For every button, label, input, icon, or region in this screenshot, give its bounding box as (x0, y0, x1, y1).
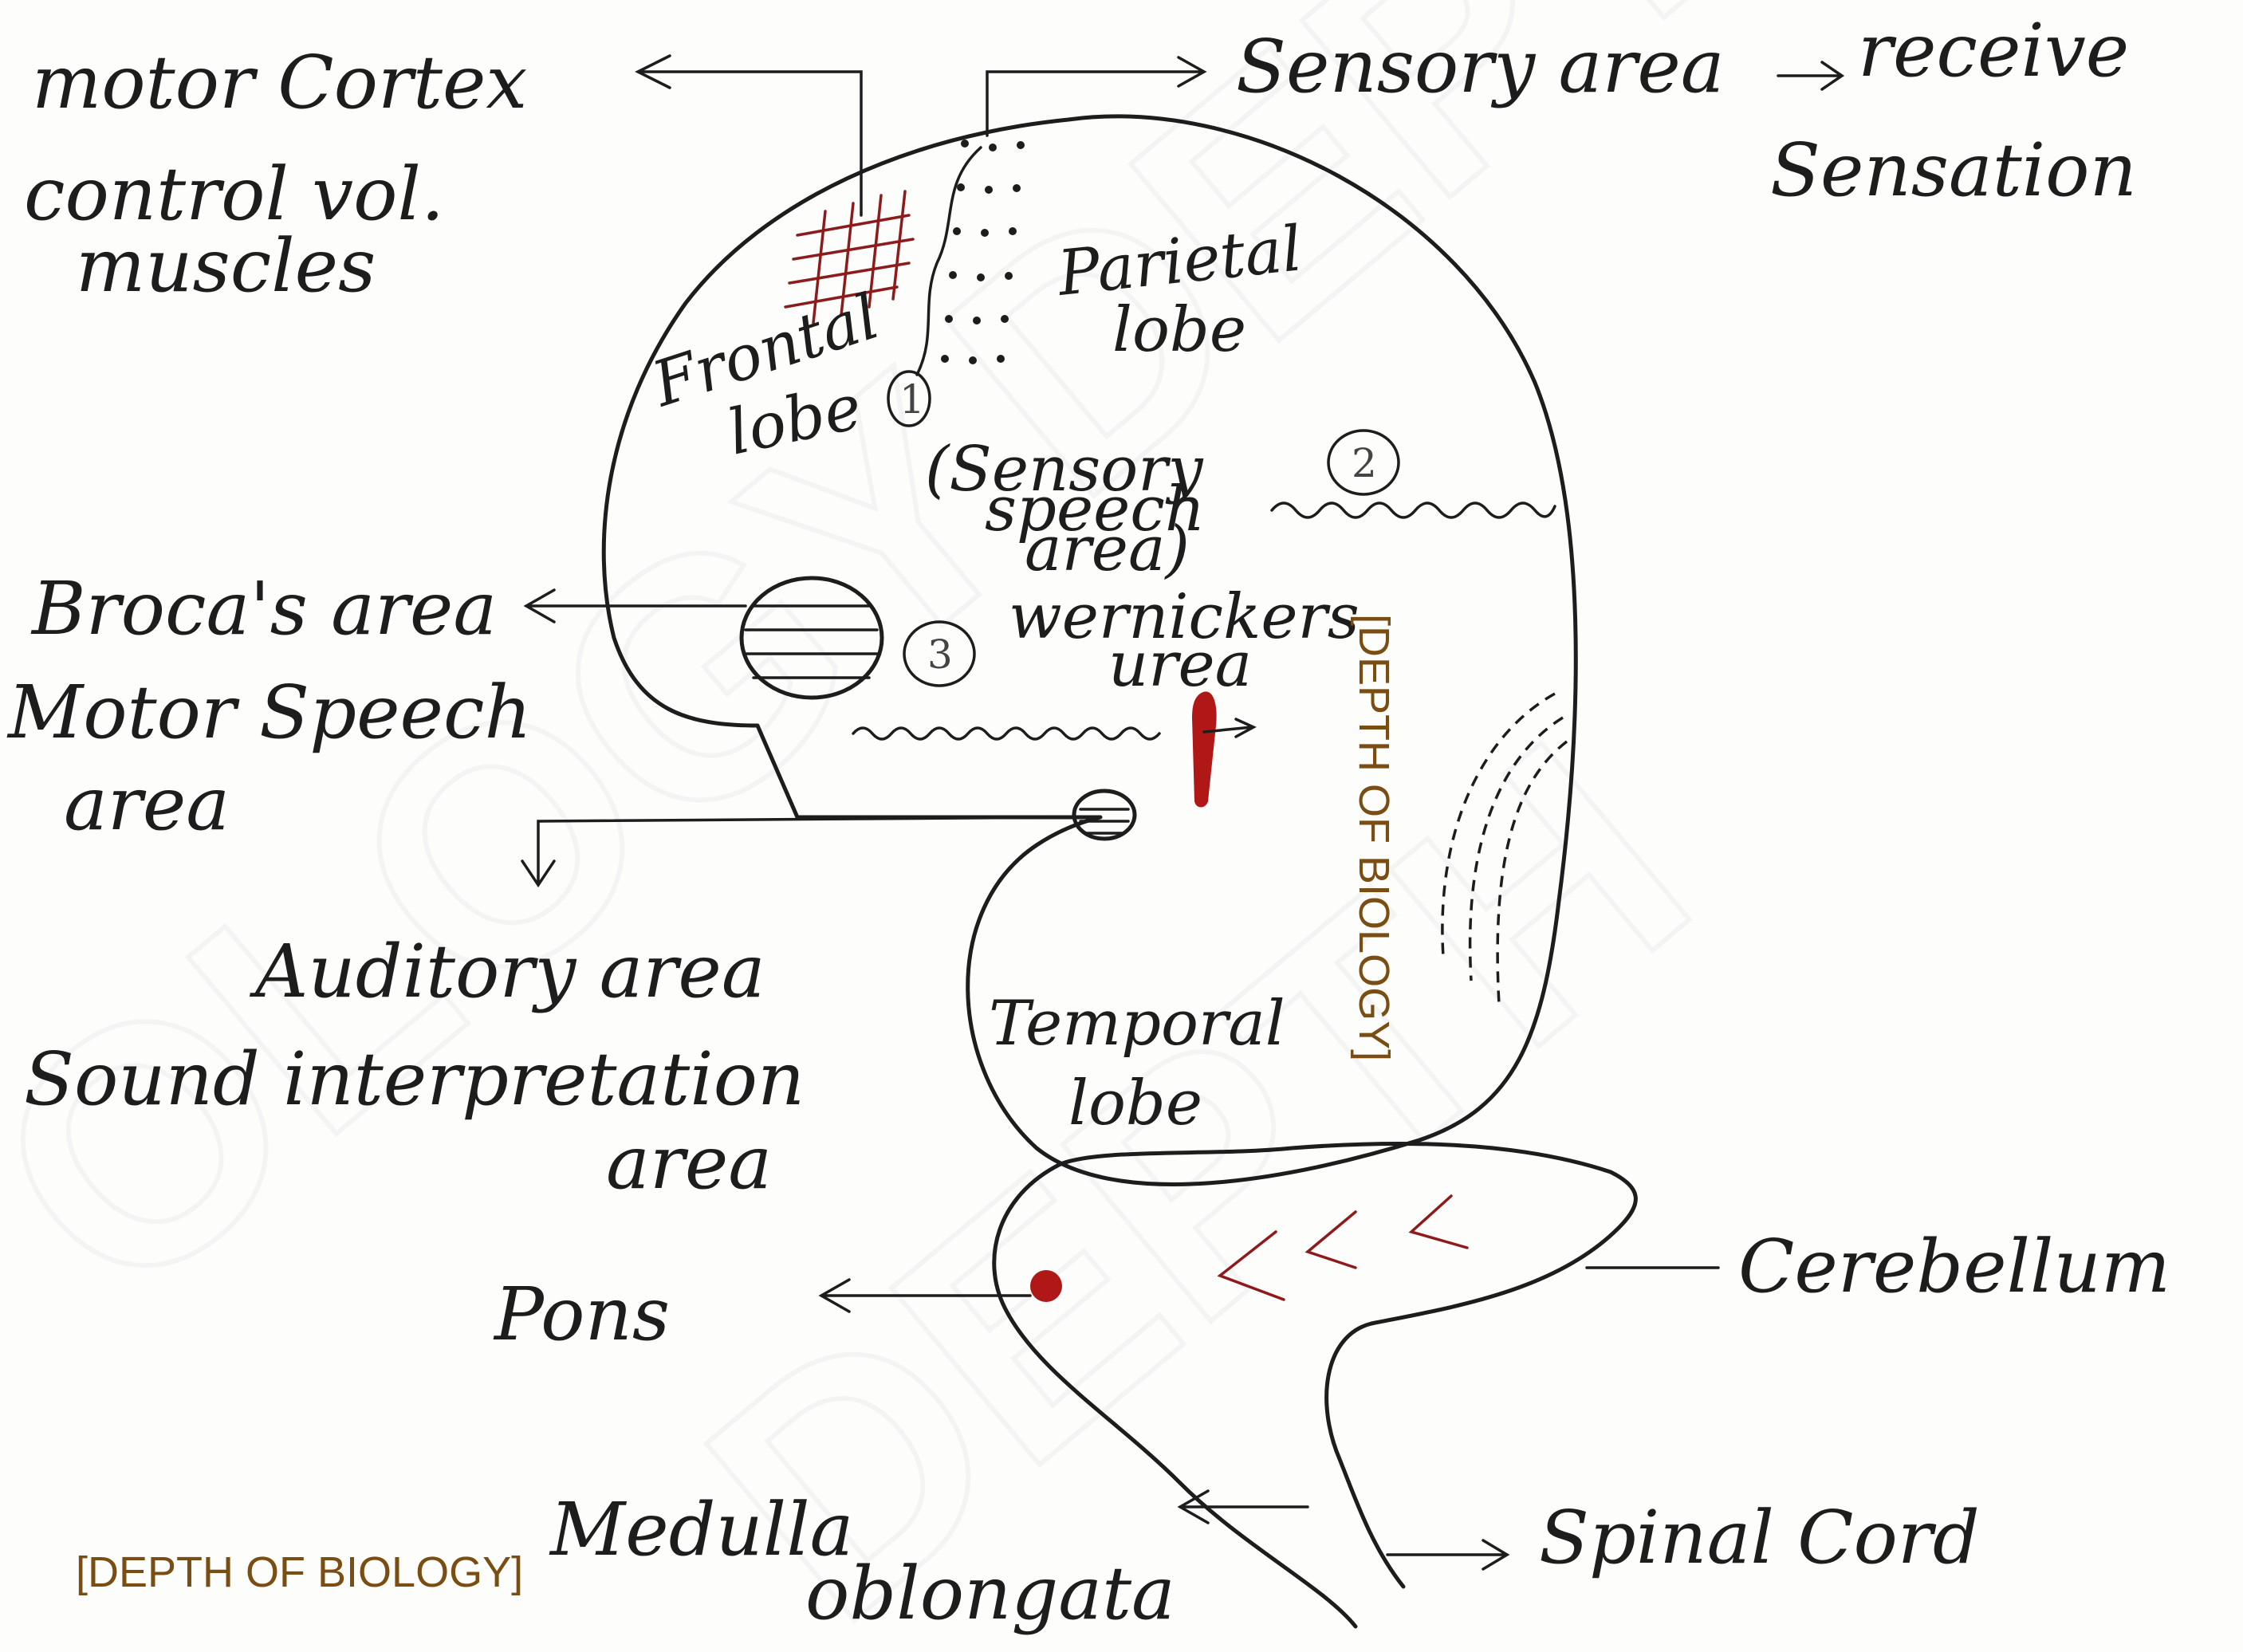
medulla-leader (1180, 1491, 1308, 1523)
svg-text:lobe: lobe (1068, 1068, 1202, 1139)
motor-cortex-label: motor Cortex control vol. muscles (24, 40, 527, 309)
svg-text:1: 1 (899, 376, 925, 423)
auditory-area-shape (1074, 791, 1135, 839)
marker-2: 2 (1328, 431, 1399, 494)
spinal-cord-label: Spinal Cord (1539, 1495, 1980, 1580)
svg-text:Temporal: Temporal (989, 988, 1285, 1060)
svg-text:lobe: lobe (1112, 294, 1246, 366)
watermark-vertical: [DEPTH OF BIOLOGY] (1350, 614, 1398, 1061)
svg-text:area): area) (1025, 513, 1190, 585)
svg-text:3: 3 (927, 631, 953, 678)
cerebellum-label: Cerebellum (1738, 1224, 2170, 1309)
svg-text:urea: urea (1108, 629, 1252, 701)
svg-text:Sensory area: Sensory area (1236, 24, 1725, 109)
svg-text:motor Cortex: motor Cortex (32, 40, 527, 125)
wernickes-area-mark (1192, 691, 1217, 807)
svg-text:oblongata: oblongata (805, 1551, 1175, 1636)
svg-text:Broca's area: Broca's area (30, 566, 497, 651)
svg-text:Sound interpretation: Sound interpretation (24, 1036, 805, 1122)
svg-text:area: area (64, 761, 230, 847)
svg-text:2: 2 (1352, 440, 1377, 486)
svg-text:Auditory area: Auditory area (249, 929, 765, 1014)
spinal-cord-leader (1387, 1540, 1507, 1569)
pons-label: Pons (493, 1272, 670, 1357)
parietal-boundary-line (1272, 503, 1555, 517)
svg-text:receive: receive (1858, 8, 2129, 93)
sensory-receive-arrow (1778, 62, 1842, 89)
svg-text:Sensation: Sensation (1770, 128, 2137, 213)
svg-text:area: area (606, 1120, 772, 1206)
watermark-bottom: [DEPTH OF BIOLOGY] (76, 1548, 523, 1596)
svg-text:muscles: muscles (76, 223, 376, 309)
svg-text:Motor Speech: Motor Speech (6, 670, 532, 755)
pons-dot (1030, 1270, 1062, 1302)
wernickes-area-label: wernickers urea (1009, 581, 1360, 701)
motor-cortex-leader (638, 56, 861, 215)
